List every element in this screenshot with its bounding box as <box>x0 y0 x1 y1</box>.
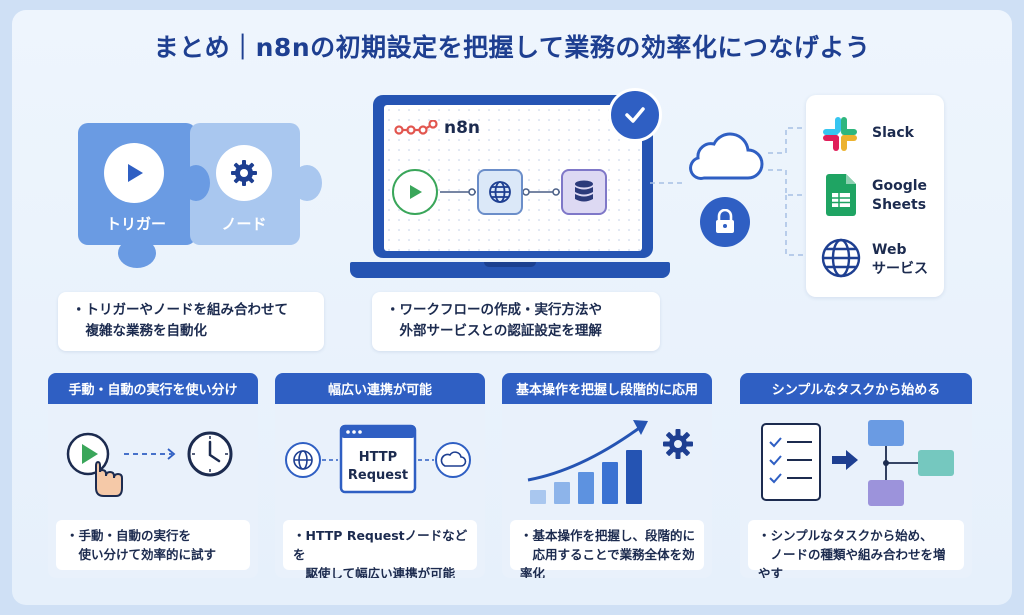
card-note: ・手動・自動の実行を 使い分けて効率的に試す <box>56 520 250 570</box>
card-head: 幅広い連携が可能 <box>275 373 485 404</box>
workflow-connectors <box>440 188 560 196</box>
card-head: 手動・自動の実行を使い分け <box>48 373 258 404</box>
node-piece-tab <box>292 165 322 201</box>
trigger-label: トリガー <box>105 215 166 233</box>
task-flow-illustration <box>761 420 954 506</box>
check-badge-icon <box>608 88 662 142</box>
workflow-database-node <box>561 169 607 215</box>
page-title: まとめ｜n8nの初期設定を把握して業務の効率化につなげよう <box>153 33 871 62</box>
lock-icon <box>700 197 750 247</box>
play-icon <box>104 143 164 203</box>
manual-auto-illustration <box>66 431 233 497</box>
card-integration: 幅広い連携が可能 HTTP Request ・HTTP Requestノードなど… <box>275 373 485 578</box>
web-service-label: Web サービス <box>872 242 928 277</box>
n8n-logo-icon <box>394 120 438 135</box>
slack-icon <box>823 117 857 151</box>
google-sheets-icon <box>826 174 856 216</box>
note-left: ・トリガーやノードを組み合わせて 複雑な業務を自動化 <box>58 292 324 351</box>
node-label: ノード <box>221 215 267 233</box>
card-step-up: 基本操作を把握し段階的に応用 ・基本操作を把握し、段階的に 応用することで業務全… <box>502 373 712 578</box>
card-note: ・HTTP Requestノードなどを 駆使して幅広い連携が可能 <box>283 520 477 578</box>
gear-icon <box>216 145 272 201</box>
cloud-icon <box>689 132 764 180</box>
trigger-piece-tab <box>118 238 156 268</box>
google-sheets-label: Google Sheets <box>872 178 928 213</box>
web-globe-icon <box>821 238 861 278</box>
card-manual-auto: 手動・自動の実行を使い分け ・手動・自動の実行を 使い分けて効率的に試す <box>48 373 258 578</box>
note-center: ・ワークフローの作成・実行方法や 外部サービスとの認証設定を理解 <box>372 292 660 351</box>
slack-label: Slack <box>872 125 914 141</box>
http-request-illustration <box>285 424 471 494</box>
trigger-piece-knob <box>182 165 210 201</box>
card-note: ・シンプルなタスクから始め、 ノードの種類や組み合わせを増やす <box>748 520 964 578</box>
card-simple-tasks: シンプルなタスクから始める ・シンプルなタスクから始め、 ノードの種類や組み合わ… <box>740 373 972 578</box>
card-note: ・基本操作を把握し、段階的に 応用することで業務全体を効率化 <box>510 520 704 578</box>
http-box-label: HTTP Request <box>347 450 409 483</box>
card-head: シンプルなタスクから始める <box>740 373 972 404</box>
workflow-globe-node <box>477 169 523 215</box>
dashed-connector-lines <box>650 127 808 256</box>
growth-chart-illustration <box>527 420 693 504</box>
workflow-play-node <box>392 169 438 215</box>
n8n-brand: n8n <box>444 118 481 138</box>
card-head: 基本操作を把握し段階的に応用 <box>502 373 712 404</box>
